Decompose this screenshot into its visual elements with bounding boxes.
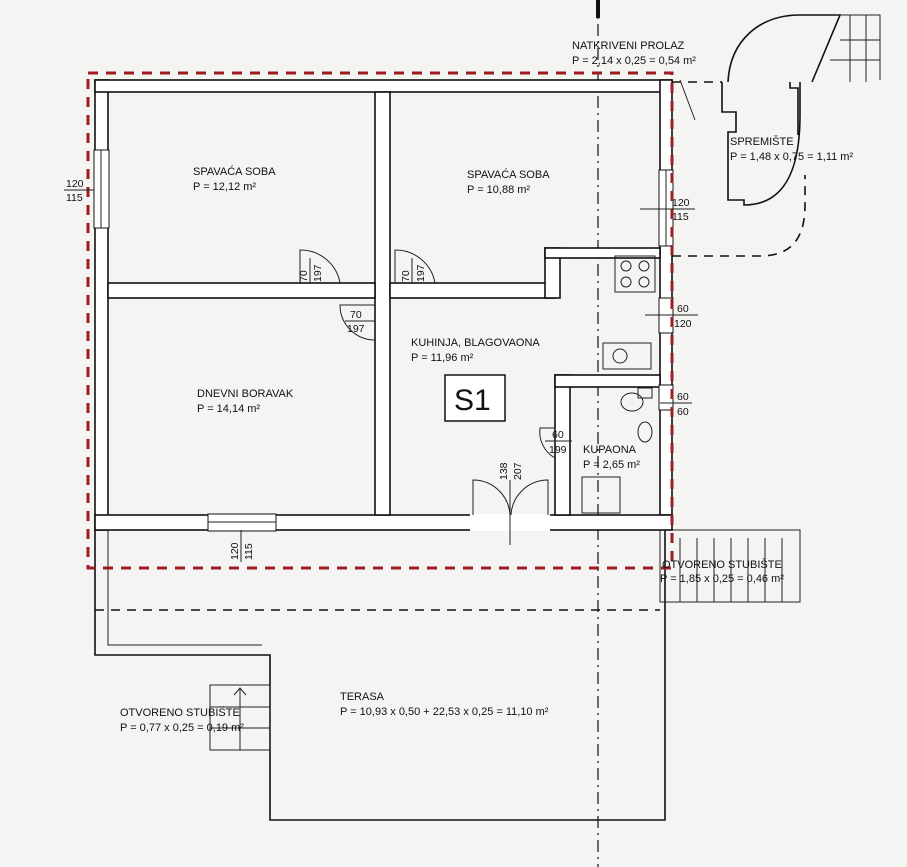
svg-text:207: 207: [512, 462, 524, 480]
dim-door-entry: 138 207: [498, 462, 524, 480]
stairs-left-name: OTVORENO STUBIŠTE: [120, 706, 240, 719]
openings: [93, 149, 674, 545]
stairs-left-area: P = 0,77 x 0,25 = 0,19 m²: [120, 722, 244, 734]
svg-text:60: 60: [677, 406, 689, 418]
svg-text:199: 199: [549, 444, 567, 456]
kitchen-stove-icon: [614, 255, 656, 293]
shower-icon: [581, 476, 621, 514]
svg-text:197: 197: [415, 264, 427, 282]
svg-text:60: 60: [552, 429, 564, 441]
dim-win-living: 120 115: [229, 530, 255, 562]
washbasin-icon: [637, 421, 653, 443]
svg-text:120: 120: [229, 542, 241, 560]
toilet-icon: [620, 387, 653, 412]
unit-label: S1: [454, 384, 491, 417]
unit-label-box: [444, 374, 506, 422]
unit-boundary: [86, 71, 674, 570]
svg-text:197: 197: [312, 264, 324, 282]
svg-text:197: 197: [347, 323, 365, 335]
storage-structure: [672, 14, 881, 257]
svg-text:70: 70: [400, 270, 412, 282]
storage-name: SPREMIŠTE: [730, 135, 794, 148]
dim-door-bed1: 70 197: [298, 258, 324, 283]
kitchen-name: KUHINJA, BLAGOVAONA: [411, 337, 540, 349]
svg-text:60: 60: [677, 303, 689, 315]
svg-text:115: 115: [672, 211, 689, 223]
svg-text:115: 115: [66, 192, 83, 204]
storage-area: P = 1,48 x 0,75 = 1,11 m²: [730, 151, 853, 163]
svg-text:120: 120: [672, 197, 690, 209]
bathroom-area: P = 2,65 m²: [583, 459, 640, 471]
svg-text:60: 60: [677, 391, 689, 403]
dim-door-bed2: 70 197: [400, 258, 427, 283]
kitchen-sink-icon: [602, 342, 652, 370]
stairs-right-name: OTVORENO STUBIŠTE: [662, 558, 782, 571]
bedroom1-area: P = 12,12 m²: [193, 181, 256, 193]
passage-name: NATKRIVENI PROLAZ: [572, 40, 685, 52]
stairs-left: [209, 684, 271, 751]
svg-text:120: 120: [66, 178, 84, 190]
bathroom-name: KUPAONA: [583, 444, 637, 456]
svg-text:120: 120: [674, 318, 692, 330]
bedroom1-name: SPAVAĆA SOBA: [193, 165, 276, 178]
living-area: P = 14,14 m²: [197, 403, 260, 415]
svg-text:138: 138: [498, 462, 510, 480]
living-name: DNEVNI BORAVAK: [197, 388, 294, 400]
terrace-name: TERASA: [340, 691, 385, 703]
passage-area: P = 2,14 x 0,25 = 0,54 m²: [572, 55, 696, 67]
svg-text:70: 70: [298, 270, 310, 282]
svg-text:70: 70: [350, 309, 362, 321]
stairs-right-area: P = 1,85 x 0,25 = 0,46 m²: [660, 573, 784, 585]
svg-text:115: 115: [243, 543, 255, 560]
stairs-right: [659, 529, 801, 603]
terrace-area: P = 10,93 x 0,50 + 22,53 x 0,25 = 11,10 …: [340, 706, 549, 718]
terrace-outline: [94, 530, 666, 821]
kitchen-area: P = 11,96 m²: [411, 352, 474, 364]
bedroom2-name: SPAVAĆA SOBA: [467, 168, 550, 181]
bedroom2-area: P = 10,88 m²: [467, 184, 530, 196]
